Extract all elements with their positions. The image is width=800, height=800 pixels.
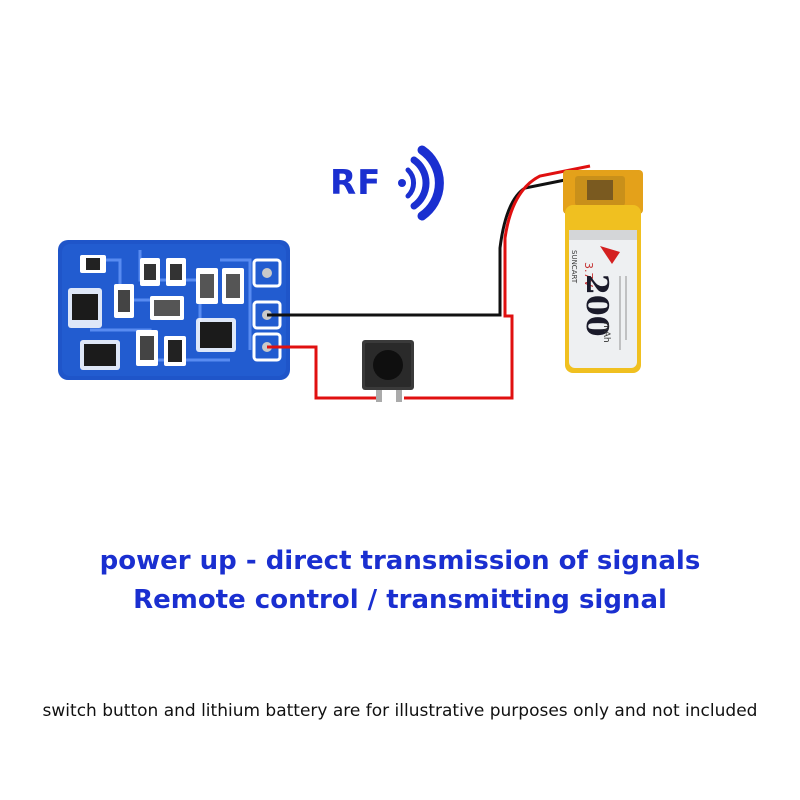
- push-button-icon: [362, 340, 414, 402]
- caption-remote-control: Remote control / transmitting signal: [133, 585, 667, 615]
- battery-unit: mAh: [601, 322, 611, 343]
- rf-label: RF: [330, 163, 382, 203]
- rf-transmitter-module-icon: [58, 240, 290, 380]
- radio-wave-icon: [398, 145, 444, 221]
- lipo-battery-icon: 3.7V 200 mAh SUNCART: [563, 170, 643, 373]
- disclaimer-note: switch button and lithium battery are fo…: [42, 701, 758, 721]
- battery-brand: SUNCART: [570, 250, 578, 284]
- battery-capacity: 200: [579, 274, 614, 337]
- wires: [267, 164, 591, 400]
- battery-voltage: 3.7V: [582, 262, 595, 287]
- red-wire: [267, 345, 378, 400]
- caption-power-up: power up - direct transmission of signal…: [99, 546, 701, 576]
